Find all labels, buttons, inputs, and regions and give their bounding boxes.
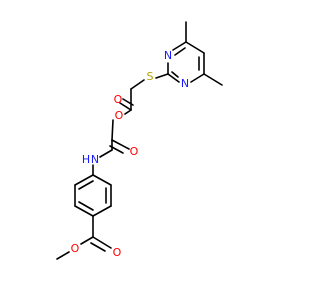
bonds (56, 21, 223, 260)
atom-o-ester2-carbonyl: O (113, 246, 122, 259)
bond-ring-n1-c2 (167, 73, 180, 83)
bond-ring-c4-c5 (185, 41, 205, 54)
background (0, 0, 300, 300)
atom-o-amide: O (130, 145, 139, 158)
bond-c2-s (155, 73, 169, 79)
bond-benz-4-5-double (78, 201, 94, 211)
bond-ester2-o (92, 236, 112, 249)
bond-s-ch2 (130, 79, 145, 90)
bond-ring-c6-n1 (190, 73, 205, 83)
atom-o-ester1-link: O (115, 109, 124, 122)
bond-ester2-o-double (90, 242, 106, 252)
molecule-structure: N N S O O O H N O O (0, 0, 300, 300)
atom-n-pyrimidine-upper: N (164, 49, 172, 62)
atom-h-amide: H (82, 153, 90, 166)
bond-benz-1-2 (92, 174, 112, 186)
atom-o-ester2-methoxy: O (71, 242, 80, 255)
bond-omethoxy-ch3 (56, 251, 70, 260)
bond-ring-n1-c2-double (171, 71, 179, 78)
atom-o-ester1-carbonyl: O (114, 93, 123, 106)
bond-ring-n3-c4 (172, 41, 187, 51)
bond-co1-oester (124, 109, 132, 115)
bond-ring-n3-c4-double (174, 47, 186, 56)
bond-benz-3-4 (92, 205, 112, 217)
bond-benz-6-1-double (78, 180, 94, 190)
bond-amidec-n (99, 149, 113, 158)
bond-methyl-right (203, 73, 223, 86)
bond-oester-ch2 (111, 119, 114, 141)
atom-labels: N N S O O O H N O O (71, 49, 189, 259)
atom-n-amide: N (91, 153, 99, 166)
bond-ester2-omethoxy (80, 236, 94, 245)
atom-n-pyrimidine-lower: N (181, 77, 189, 90)
bond-benz-6-1 (74, 174, 94, 186)
bond-co1-o-double (122, 98, 134, 106)
bond-co1-o (119, 102, 132, 111)
bond-amide-o (111, 139, 130, 150)
atom-sulfur: S (147, 70, 154, 83)
bond-benz-4-5 (74, 205, 94, 217)
